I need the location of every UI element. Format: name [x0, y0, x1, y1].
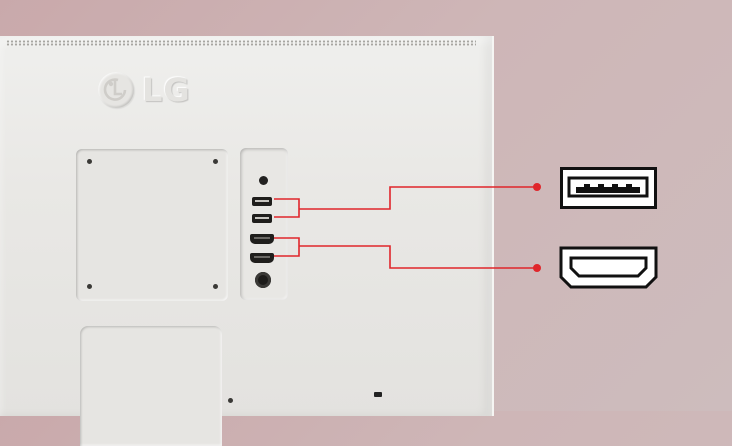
- screw-hole: [87, 284, 92, 289]
- screw-hole: [213, 159, 218, 164]
- port-panel: [240, 148, 288, 300]
- hdmi-port-2: [250, 253, 274, 263]
- logo-text: LG: [142, 71, 191, 109]
- ventilation-holes: [6, 40, 476, 46]
- usb-port-2: [252, 214, 272, 223]
- audio-jack: [259, 176, 268, 185]
- screw-hole: [228, 398, 233, 403]
- product-photo: LG: [0, 36, 658, 446]
- usb-port-icon: [560, 167, 657, 209]
- brand-logo: LG: [98, 70, 191, 110]
- hdmi-port-icon: [559, 246, 658, 289]
- monitor-back-panel: LG: [0, 36, 494, 446]
- vesa-mount-plate: [76, 149, 228, 301]
- power-jack: [255, 272, 271, 288]
- screw-hole: [213, 284, 218, 289]
- kensington-slot: [374, 392, 382, 397]
- lg-logo-icon: [98, 72, 134, 108]
- usb-port-1: [252, 197, 272, 206]
- screw-hole: [87, 159, 92, 164]
- callout-lines: [274, 183, 541, 272]
- hdmi-port-1: [250, 234, 274, 244]
